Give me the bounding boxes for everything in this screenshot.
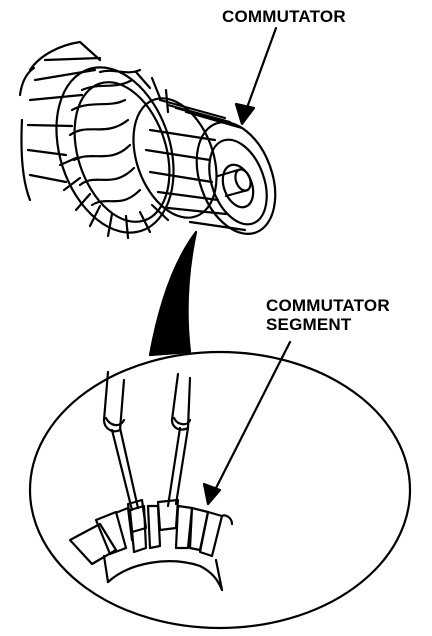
commutator-segment-label: COMMUTATOR SEGMENT: [266, 296, 390, 334]
commutator: [132, 97, 277, 235]
commutator-arrow: [234, 26, 278, 126]
magnifier-leader: [148, 230, 198, 357]
segment-arrow: [202, 340, 292, 506]
commutator-label: COMMUTATOR: [222, 7, 346, 26]
commutator-segment-label-line1: COMMUTATOR: [266, 296, 390, 315]
armature: [18, 40, 175, 240]
magnified-view: [28, 350, 412, 630]
commutator-segment-label-line2: SEGMENT: [266, 315, 352, 334]
